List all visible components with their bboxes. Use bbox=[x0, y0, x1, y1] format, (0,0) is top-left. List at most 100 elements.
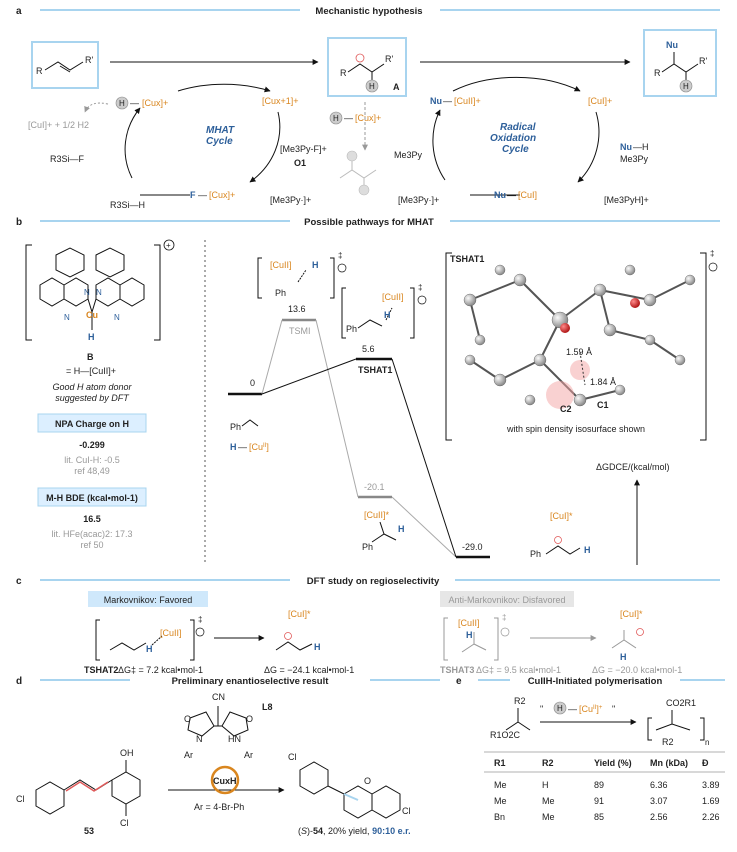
svg-text:—: — bbox=[507, 190, 516, 200]
svg-text:—: — bbox=[238, 442, 247, 452]
ts2-cu: [CuII] bbox=[160, 628, 182, 638]
ts2-dg: ΔG‡ = 7.2 kcal•mol-1 bbox=[118, 665, 203, 675]
svg-text:H: H bbox=[384, 310, 391, 320]
alkene-box bbox=[31, 41, 99, 89]
panel-letter-d: d bbox=[16, 676, 22, 687]
prod2-dg: ΔG = −20.0 kcal•mol-1 bbox=[592, 665, 682, 675]
catalyst-cycle-icon bbox=[210, 765, 240, 795]
svg-text:R': R' bbox=[699, 56, 707, 66]
panel-title-e: CuIIH-Initiated polymerisation bbox=[528, 676, 663, 687]
svg-text:H: H bbox=[466, 630, 473, 640]
table-cell: H bbox=[542, 780, 549, 790]
radical-dot bbox=[355, 53, 365, 63]
table-cell: 2.56 bbox=[650, 812, 668, 822]
c1-label: C1 bbox=[597, 400, 609, 410]
svg-text:R: R bbox=[340, 68, 347, 78]
ligand-n: N bbox=[196, 734, 203, 744]
panel-letter-b: b bbox=[16, 217, 22, 228]
ts3-cu: [CuII] bbox=[458, 618, 480, 628]
ligand-o2: O bbox=[246, 714, 253, 724]
isosurface-note: with spin density isosurface shown bbox=[506, 424, 645, 434]
ligand-label: L8 bbox=[262, 702, 273, 712]
product-result: (S)-54, 20% yield, 90:10 e.r. bbox=[298, 826, 411, 836]
svg-text:H: H bbox=[369, 82, 375, 91]
table-cell: 85 bbox=[594, 812, 604, 822]
prod-o: O bbox=[364, 776, 371, 786]
prod1-cu: [CuI]* bbox=[288, 609, 311, 619]
ts-hat1-model: TSHAT1 ‡ bbox=[445, 249, 718, 441]
nu-cu-i: [CuI] bbox=[518, 190, 537, 200]
product-box bbox=[643, 29, 717, 97]
monomer-r2: R2 bbox=[514, 696, 526, 706]
complex-B-structure bbox=[25, 244, 161, 341]
svg-text:Nu: Nu bbox=[620, 142, 632, 152]
panel-title-c: DFT study on regioselectivity bbox=[307, 576, 440, 587]
panel-letter-a: a bbox=[16, 6, 22, 17]
r3si-f: R3Si—F bbox=[50, 154, 85, 164]
svg-text:N: N bbox=[114, 313, 120, 322]
dist-2: 1.84 Å bbox=[590, 377, 616, 387]
svg-text:[CuII]+: [CuII]+ bbox=[579, 704, 603, 714]
c2-label: C2 bbox=[560, 404, 572, 414]
svg-text:H: H bbox=[557, 704, 563, 713]
panel-b-header: b Possible pathways for MHAT bbox=[16, 217, 720, 228]
h-cu-mid: [Cux]+ bbox=[355, 113, 381, 123]
table-cell: Bn bbox=[494, 812, 505, 822]
table-cell: 1.69 bbox=[702, 796, 720, 806]
nu-cu-ii: [CuII]+ bbox=[454, 96, 481, 106]
dist-1: 1.59 Å bbox=[566, 347, 592, 357]
h2-release: [CuI]+ + 1/2 H2 bbox=[28, 120, 89, 130]
table-cell: 89 bbox=[594, 780, 604, 790]
bde-title: M-H BDE (kcal•mol-1) bbox=[46, 493, 138, 503]
intermediate-label: A bbox=[393, 82, 400, 92]
svg-text:‡: ‡ bbox=[502, 613, 506, 622]
table-cell: 91 bbox=[594, 796, 604, 806]
polymer-r2: R2 bbox=[662, 737, 674, 747]
svg-text:—: — bbox=[443, 96, 452, 106]
svg-text:Nu: Nu bbox=[494, 190, 506, 200]
ts-mi-label: TSMI bbox=[289, 326, 311, 336]
panel-a-header: a Mechanistic hypothesis bbox=[16, 6, 720, 17]
svg-text:R: R bbox=[36, 66, 43, 76]
ts-mi-cu: [CuII] bbox=[270, 260, 292, 270]
panel-e-header: e CuIIH-Initiated polymerisation bbox=[456, 676, 725, 687]
table-cell: 6.36 bbox=[650, 780, 668, 790]
polymer-n: n bbox=[705, 738, 709, 747]
svg-text:‡: ‡ bbox=[198, 615, 202, 624]
table-cell: Me bbox=[542, 812, 555, 822]
ar-definition: Ar = 4-Br-Ph bbox=[194, 802, 244, 812]
svg-text:H: H bbox=[88, 332, 95, 342]
panel-title-d: Preliminary enantioselective result bbox=[172, 676, 330, 687]
svg-text:H: H bbox=[314, 642, 321, 652]
cu-i: [CuI]+ bbox=[588, 96, 612, 106]
complex-label: B bbox=[87, 352, 94, 362]
svg-text:—: — bbox=[344, 113, 353, 123]
sm-cl-2: Cl bbox=[120, 818, 129, 828]
svg-text:N: N bbox=[96, 288, 102, 297]
ligand-ar1: Ar bbox=[184, 750, 193, 760]
svg-text:Cu: Cu bbox=[86, 310, 98, 320]
table-header: Yield (%) bbox=[594, 758, 632, 768]
npa-box bbox=[37, 413, 147, 433]
energy-ts-hat1: 5.6 bbox=[362, 344, 375, 354]
axis-label: ΔGDCE/(kcal/mol) bbox=[596, 462, 670, 472]
table-header: Mn (kDa) bbox=[650, 758, 688, 768]
svg-text:—: — bbox=[130, 98, 139, 108]
energy-int-mi: -20.1 bbox=[364, 482, 385, 492]
prod-cl-2: Cl bbox=[402, 806, 411, 816]
svg-text:Ph: Ph bbox=[530, 549, 541, 559]
energy-start: 0 bbox=[250, 378, 255, 388]
table-cell: 3.07 bbox=[650, 796, 668, 806]
svg-text:H: H bbox=[584, 545, 591, 555]
svg-text:Ph: Ph bbox=[230, 422, 241, 432]
anti-markovnikov-label: Anti-Markovnikov: Disfavored bbox=[448, 595, 565, 605]
oxidant: [Me3Py-F]+ bbox=[280, 144, 327, 154]
svg-text:H: H bbox=[683, 82, 689, 91]
panel-a: R R' H R R' A Nu H R R' bbox=[28, 29, 717, 210]
svg-text:H: H bbox=[146, 644, 153, 654]
markovnikov-label: Markovnikov: Favored bbox=[104, 595, 193, 605]
sm-cl-1: Cl bbox=[16, 794, 25, 804]
ts2-label: TSHAT2 bbox=[84, 665, 118, 675]
